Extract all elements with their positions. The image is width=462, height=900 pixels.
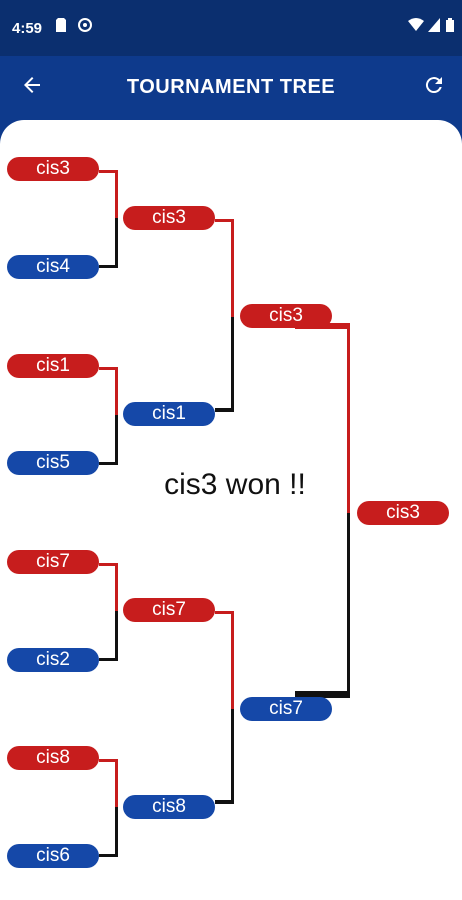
connector-line (115, 367, 118, 415)
bracket-team-r2-1[interactable]: cis3 (123, 206, 215, 230)
connector-line (231, 709, 234, 804)
back-arrow-icon[interactable] (20, 73, 44, 101)
bracket-card: cis3 cis4 cis1 cis5 cis7 cis2 cis8 cis6 … (0, 120, 462, 900)
connector-line (99, 170, 117, 173)
app-bar: TOURNAMENT TREE (0, 56, 462, 120)
connector-line (115, 611, 118, 661)
bracket-team-r1-m1-bottom[interactable]: cis4 (7, 255, 99, 279)
connector-line (99, 462, 117, 465)
connector-line (295, 691, 350, 698)
bracket-team-r1-m3-top[interactable]: cis7 (7, 550, 99, 574)
signal-icon (428, 18, 440, 35)
bracket-team-r1-m2-top[interactable]: cis1 (7, 354, 99, 378)
connector-line (215, 800, 234, 804)
connector-line (231, 611, 234, 709)
connector-line (115, 415, 118, 465)
page-title: TOURNAMENT TREE (126, 76, 336, 98)
connector-line (99, 759, 117, 762)
battery-icon (446, 18, 454, 35)
connector-line (231, 317, 234, 412)
connector-line (99, 854, 117, 857)
connector-line (115, 807, 118, 857)
bracket-team-r1-m2-bottom[interactable]: cis5 (7, 451, 99, 475)
bracket-team-r3-2[interactable]: cis7 (240, 697, 332, 721)
connector-line (347, 513, 350, 698)
refresh-icon[interactable] (422, 73, 446, 103)
bracket-team-r1-m3-bottom[interactable]: cis2 (7, 648, 99, 672)
connector-line (215, 219, 233, 222)
bracket-team-r2-4[interactable]: cis8 (123, 795, 215, 819)
bracket-champion[interactable]: cis3 (357, 501, 449, 525)
connector-line (347, 323, 350, 513)
connector-line (231, 219, 234, 317)
bracket-team-r2-2[interactable]: cis1 (123, 402, 215, 426)
bracket-team-r3-1[interactable]: cis3 (240, 304, 332, 328)
status-time: 4:59 (12, 20, 43, 37)
connector-line (99, 658, 117, 661)
connector-line (99, 265, 117, 268)
connector-line (215, 611, 233, 614)
sim-card-icon (56, 18, 66, 35)
connector-line (99, 563, 117, 566)
bracket-team-r1-m4-top[interactable]: cis8 (7, 746, 99, 770)
status-bar: 4:59 (0, 0, 462, 56)
connector-line (115, 170, 118, 218)
connector-line (215, 408, 234, 412)
connector-line (115, 218, 118, 268)
connector-line (115, 563, 118, 611)
winner-message: cis3 won !! (164, 468, 306, 501)
connector-line (99, 367, 117, 370)
wifi-icon (408, 18, 424, 35)
vpn-icon (78, 18, 92, 35)
bracket-team-r1-m4-bottom[interactable]: cis6 (7, 844, 99, 868)
bracket-team-r1-m1-top[interactable]: cis3 (7, 157, 99, 181)
connector-line (115, 759, 118, 807)
bracket-team-r2-3[interactable]: cis7 (123, 598, 215, 622)
